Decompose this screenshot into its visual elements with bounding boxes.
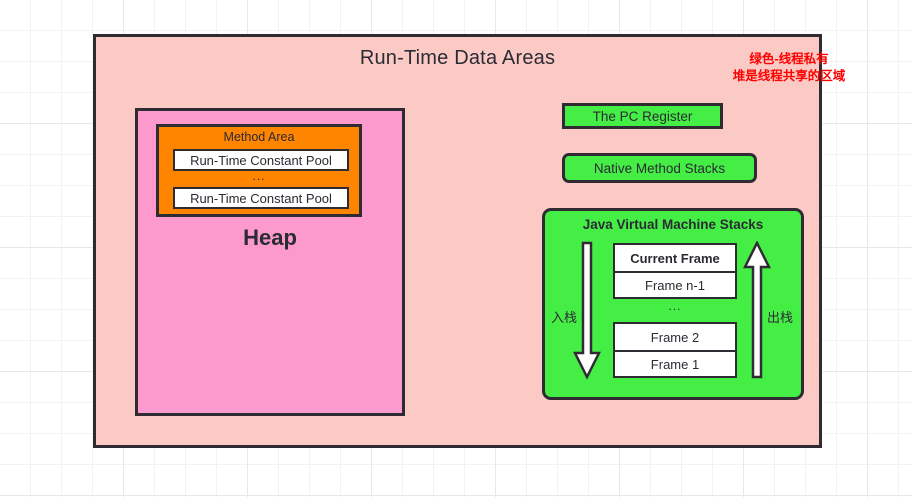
frame-n-1-row: Frame n-1 [615, 271, 735, 297]
jvm-stacks-title: Java Virtual Machine Stacks [582, 217, 764, 232]
legend-annotation: 绿色-线程私有 堆是线程共享的区域 [674, 51, 904, 85]
native-method-stacks-box: Native Method Stacks [562, 153, 757, 183]
pc-register-label: The PC Register [592, 108, 693, 124]
pop-arrow-up-icon [743, 241, 771, 379]
method-area-title: Method Area [223, 130, 295, 144]
run-time-constant-pool-1: Run-Time Constant Pool [173, 149, 349, 171]
push-arrow-down-icon [573, 241, 601, 380]
frame-2-row: Frame 2 [615, 324, 735, 350]
java-virtual-machine-stacks-box: Java Virtual Machine Stacks 入栈 Current F… [542, 208, 804, 400]
frame-1-row: Frame 1 [615, 350, 735, 376]
run-time-data-areas-container: Run-Time Data Areas 绿色-线程私有 堆是线程共享的区域 Me… [93, 34, 845, 448]
annotation-line-2: 堆是线程共享的区域 [732, 69, 846, 83]
frame-group-bottom: Frame 2 Frame 1 [613, 322, 737, 378]
page-title: Run-Time Data Areas [359, 47, 556, 69]
pop-label: 出栈 [767, 310, 794, 325]
method-area-box: Method Area Run-Time Constant Pool ... R… [156, 124, 362, 217]
native-method-stacks-label: Native Method Stacks [593, 160, 726, 176]
frame-group-top: Current Frame Frame n-1 [613, 243, 737, 299]
pc-register-box: The PC Register [562, 103, 723, 129]
run-time-constant-pool-2: Run-Time Constant Pool [173, 187, 349, 209]
method-area-ellipsis: ... [252, 169, 266, 183]
push-label: 入栈 [551, 310, 578, 325]
heap-box: Method Area Run-Time Constant Pool ... R… [135, 108, 405, 416]
annotation-line-1: 绿色-线程私有 [749, 52, 829, 66]
frames-ellipsis: ... [668, 299, 682, 313]
current-frame-row: Current Frame [615, 245, 735, 271]
heap-label: Heap [243, 225, 297, 250]
